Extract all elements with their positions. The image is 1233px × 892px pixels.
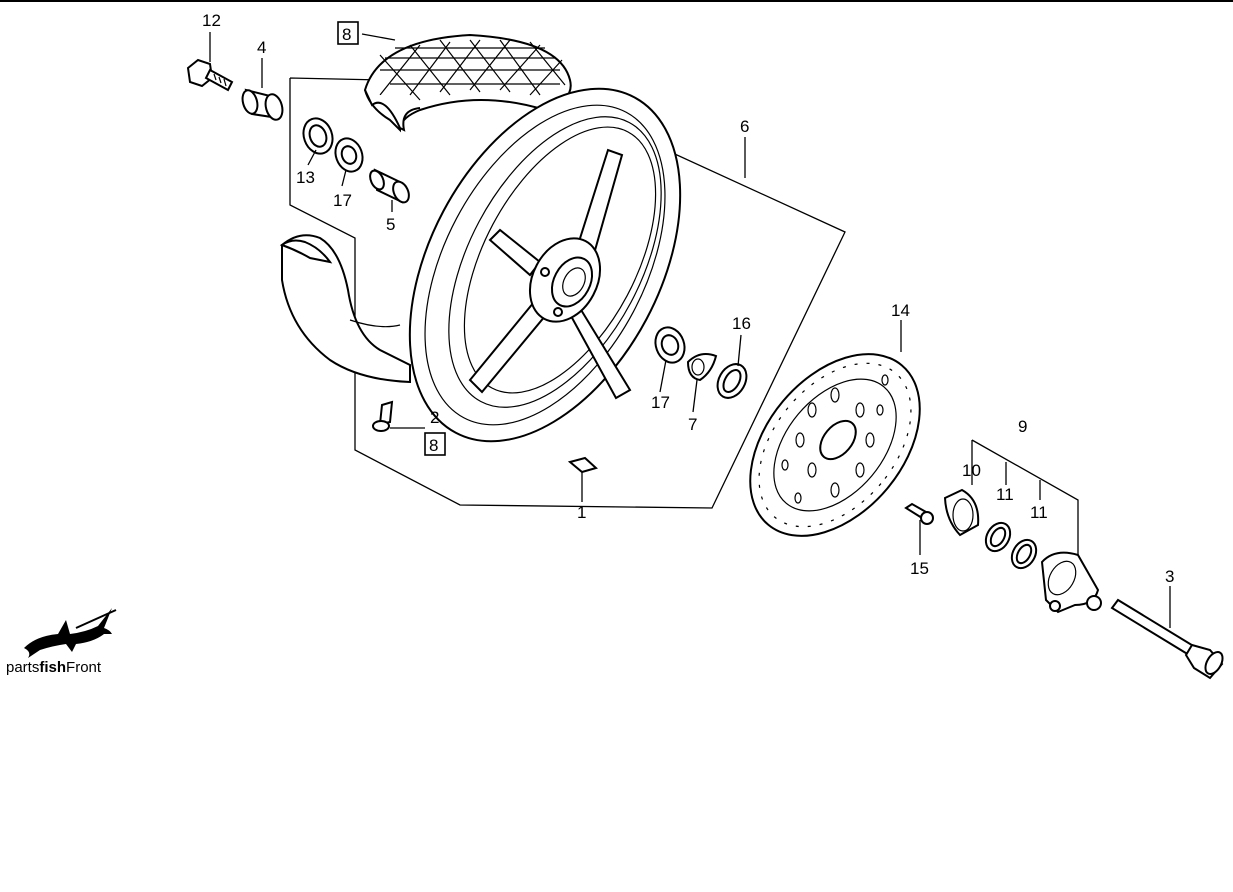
callout-8-box-bottom [424,432,446,456]
callout-8-bottom: 8 [429,436,438,455]
wheel-hub [528,237,602,323]
callout-16: 16 [732,314,751,333]
collar-4 [241,88,284,121]
axle-3 [1110,598,1224,680]
leader-lines [209,32,1171,628]
callout-3: 3 [1165,567,1174,586]
logo-text-suffix: Front [66,659,102,676]
callout-6: 6 [740,117,749,136]
dust-seal-15 [302,117,334,155]
callout-4: 4 [257,38,266,57]
top-border [0,0,1233,2]
bearing-17-right [654,326,686,364]
seal-11-b [1010,538,1038,570]
callout-8-top: 8 [342,25,351,44]
retainer-7 [686,353,718,382]
assembly-bracket-9 [971,439,1079,555]
callout-12: 14 [891,301,910,320]
callout-15: 13 [296,168,315,187]
callout-14: 12 [202,11,221,30]
distance-collar-5 [369,168,410,204]
logo-wordmark: partsfishFront [6,659,101,676]
callout-8-box-top [337,21,359,45]
tire-casing [279,234,411,384]
tire-tread [363,33,572,133]
callout-7: 7 [688,415,697,434]
bearing-17-left [334,137,364,173]
speedometer-gearbox-9 [1040,551,1102,614]
bolt-14 [186,58,234,92]
callout-2: 2 [430,408,439,427]
logo-text-bold: fish [39,659,67,676]
callout-11-b: 11 [1030,503,1048,522]
callout-17-left: 17 [333,191,352,210]
callout-13: 15 [910,559,929,578]
valve-stem-2 [372,400,394,432]
callout-1: 1 [577,503,586,522]
seal-11-a [984,521,1012,553]
callout-5: 5 [386,215,395,234]
callout-11-a: 11 [996,485,1014,504]
dust-seal-16 [716,363,748,399]
balance-weight-1 [567,456,599,474]
brake-disc-12 [749,353,921,537]
bolt-13 [904,502,934,525]
callouts: 12 4 13 17 5 8 2 8 1 6 17 7 16 14 9 10 1… [202,11,1174,586]
callout-10: 10 [962,461,981,480]
callout-17-right: 17 [651,393,670,412]
callout-9: 9 [1018,417,1027,436]
swordfish-icon [24,608,117,658]
drive-gear-10 [943,488,980,537]
logo-text-prefix: parts [6,659,40,676]
